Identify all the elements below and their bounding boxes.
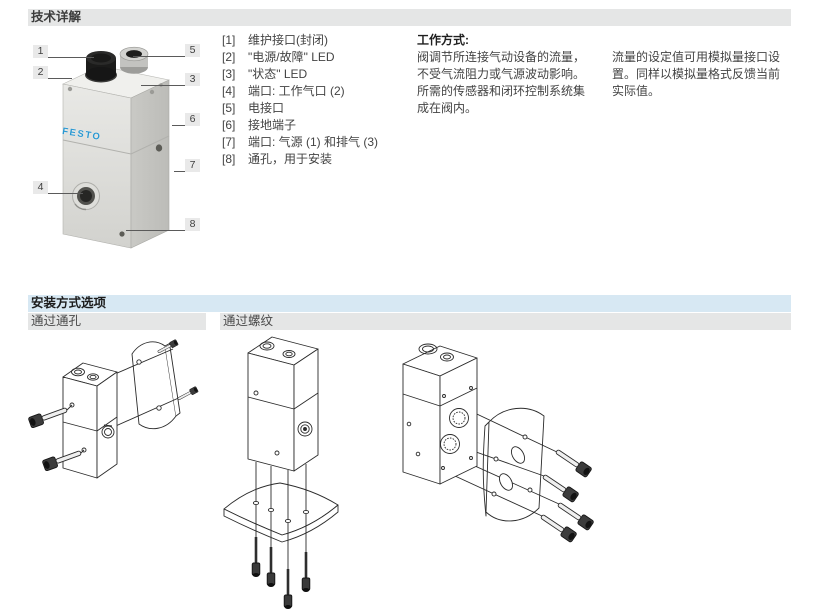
leader-line-3 — [141, 85, 185, 86]
section-mounting-title: 安装方式选项 — [31, 296, 107, 310]
leader-line-5 — [133, 56, 185, 57]
callout-8: 8 — [185, 218, 200, 231]
subheader-through-holes-label: 通过通孔 — [31, 314, 82, 328]
legend-item: [1] 维护接口(封闭) — [222, 32, 407, 49]
section-technical-title: 技术详解 — [31, 10, 82, 24]
callout-3: 3 — [185, 73, 200, 86]
callout-6: 6 — [185, 113, 200, 126]
subheader-through-holes: 通过通孔 — [28, 313, 206, 330]
leader-line-7 — [174, 171, 185, 172]
callout-1: 1 — [33, 45, 48, 58]
legend-list: [1] 维护接口(封闭) [2] "电源/故障" LED [3] "状态" LE… — [222, 32, 407, 168]
section-mounting-header: 安装方式选项 — [28, 295, 791, 312]
legend-text: 端口: 气源 (1) 和排气 (3) — [248, 135, 379, 149]
legend-item: [7] 端口: 气源 (1) 和排气 (3) — [222, 134, 407, 151]
legend-item: [6] 接地端子 — [222, 117, 407, 134]
legend-num: [7] — [222, 135, 236, 149]
subheader-thread: 通过螺纹 — [220, 313, 791, 330]
legend-item: [3] "状态" LED — [222, 66, 407, 83]
legend-item: [4] 端口: 工作气口 (2) — [222, 83, 407, 100]
subheader-thread-label: 通过螺纹 — [223, 314, 274, 328]
callout-4: 4 — [33, 181, 48, 194]
legend-num: [5] — [222, 101, 236, 115]
legend-text: 维护接口(封闭) — [248, 33, 328, 47]
legend-text: 端口: 工作气口 (2) — [248, 84, 345, 98]
legend-num: [4] — [222, 84, 236, 98]
legend-item: [5] 电接口 — [222, 100, 407, 117]
legend-text: 通孔，用于安装 — [248, 152, 333, 166]
leader-line-4 — [48, 193, 83, 194]
legend-num: [8] — [222, 152, 236, 166]
legend-num: [1] — [222, 33, 236, 47]
legend-text: "电源/故障" LED — [248, 50, 335, 64]
working-mode-col1: 工作方式: 阀调节所连接气动设备的流量， 不受气流阻力或气源波动影响。 所需的传… — [417, 32, 603, 117]
legend-item: [2] "电源/故障" LED — [222, 49, 407, 66]
drawing-through-hole-mounting — [27, 339, 199, 479]
legend-num: [2] — [222, 50, 236, 64]
leader-line-2 — [48, 78, 72, 79]
legend-num: [3] — [222, 67, 236, 81]
legend-num: [6] — [222, 118, 236, 132]
callout-5: 5 — [185, 44, 200, 57]
leader-line-6 — [172, 125, 185, 126]
legend-text: "状态" LED — [248, 67, 308, 81]
working-mode-text-1: 阀调节所连接气动设备的流量， 不受气流阻力或气源波动影响。 所需的传感器和闭环控… — [417, 50, 586, 115]
drawing-thread-mounting-side — [402, 343, 595, 544]
callout-2: 2 — [33, 66, 48, 79]
leader-line-8 — [126, 230, 185, 231]
drawing-thread-mounting-bottom — [223, 336, 339, 609]
working-mode-col2: 流量的设定值可用模拟量接口设 置。同样以模拟量格式反馈当前 实际值。 — [612, 50, 781, 98]
legend-text: 电接口 — [248, 101, 285, 115]
legend-item: [8] 通孔，用于安装 — [222, 151, 407, 168]
product-figure: FESTO 1 2 4 5 3 6 7 8 — [0, 0, 215, 265]
legend-text: 接地端子 — [248, 118, 297, 132]
working-mode-heading: 工作方式: — [417, 33, 469, 47]
section-technical-header: 技术详解 — [28, 9, 791, 26]
leader-line-1 — [48, 57, 94, 58]
valve-photo — [62, 46, 170, 249]
callout-7: 7 — [185, 159, 200, 172]
